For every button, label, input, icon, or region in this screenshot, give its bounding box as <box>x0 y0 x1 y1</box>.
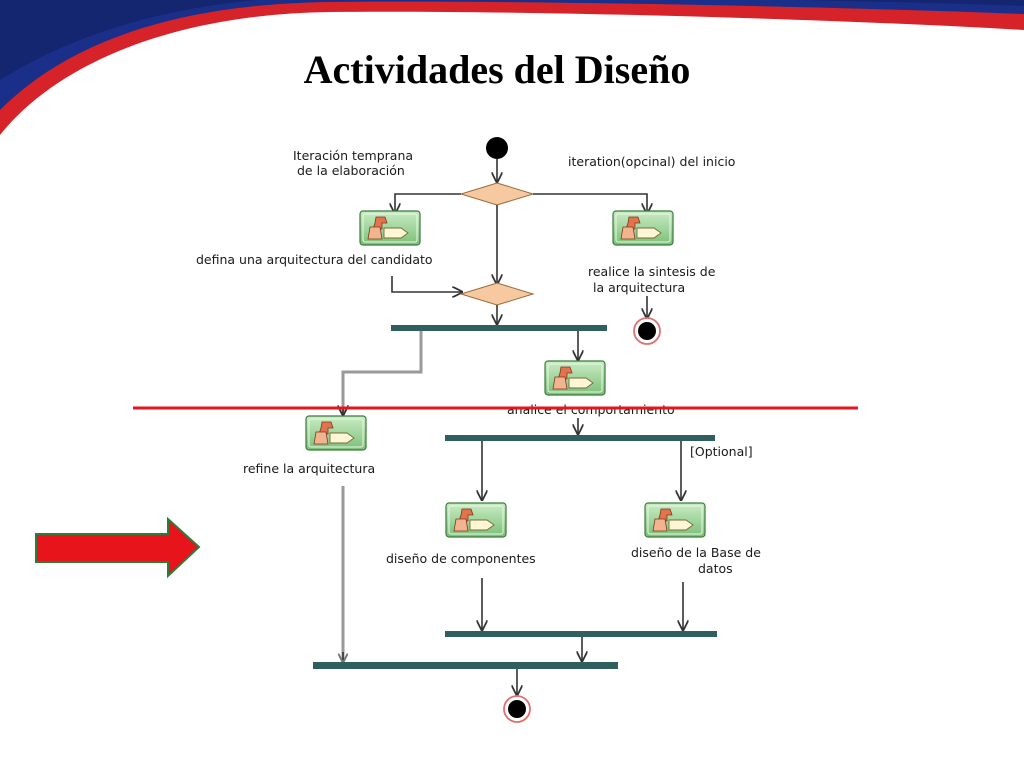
label-early-iteration-1: Iteración temprana <box>293 148 413 163</box>
final-node <box>503 695 531 723</box>
pointer-arrow-icon <box>35 516 201 579</box>
label-synthesis-1: realice la sintesis de <box>588 264 716 279</box>
label-optional-iteration: iteration(opcinal) del inicio <box>568 154 735 169</box>
label-early-iteration-2: de la elaboración <box>297 163 405 178</box>
decision-node-start <box>459 182 535 206</box>
activity-refine: refine la arquitectura <box>243 415 375 476</box>
label-refine: refine la arquitectura <box>243 461 375 476</box>
header-banner <box>0 0 1024 135</box>
slide-title: Actividades del Diseño <box>304 47 691 92</box>
label-database-design-2: datos <box>698 561 733 576</box>
decision-node-merge <box>459 282 535 306</box>
label-database-design-1: diseño de la Base de <box>631 545 761 560</box>
label-synthesis-2: la arquitectura <box>593 280 685 295</box>
initial-node <box>486 137 508 159</box>
join-bar-2 <box>313 662 618 669</box>
activity-diagram: Iteración temprana de la elaboración ite… <box>196 137 761 723</box>
activity-database-design: diseño de la Base de datos <box>631 502 761 576</box>
activity-component-design: diseño de componentes <box>386 502 536 566</box>
label-define-candidate: defina una arquitectura del candidato <box>196 252 433 267</box>
fork-bar-2 <box>445 435 715 441</box>
activity-define-candidate: defina una arquitectura del candidato <box>196 210 433 267</box>
activity-synthesis: realice la sintesis de la arquitectura <box>588 210 716 295</box>
final-node-synthesis <box>633 317 661 345</box>
fork-bar-1 <box>391 325 607 331</box>
label-optional-guard: [Optional] <box>690 444 753 459</box>
label-component-design: diseño de componentes <box>386 551 536 566</box>
join-bar-1 <box>445 631 717 637</box>
